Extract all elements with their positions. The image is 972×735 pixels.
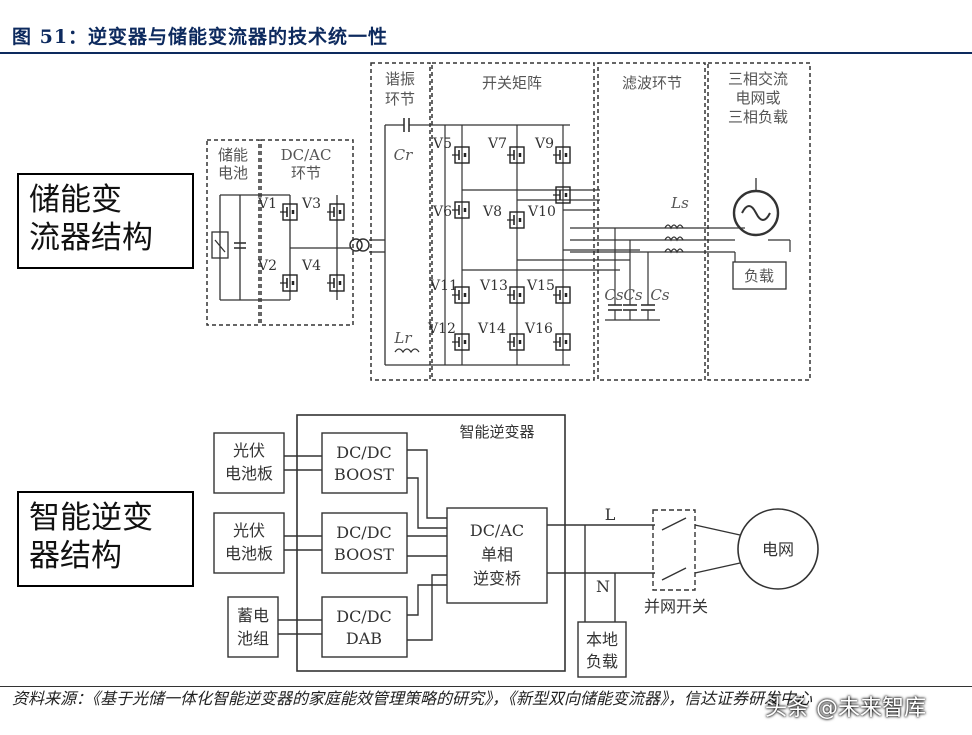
watermark: 头条 @未来智库 — [765, 696, 926, 721]
cs-label-2: Cs — [623, 286, 642, 304]
transformer-icon — [349, 238, 363, 252]
grid-circle — [737, 508, 819, 590]
switch-v13: V13 — [479, 278, 508, 294]
grid-label-2: 电网或 — [735, 89, 780, 107]
switch-v11: V11 — [429, 278, 458, 294]
dab-label-2: DAB — [346, 629, 382, 648]
battery-label-1: 储能 — [218, 146, 248, 164]
grid-switch-box — [652, 509, 696, 591]
dcac-label-2: 环节 — [291, 164, 321, 182]
inverter-labels: 智能逆变器 光伏 电池板 光伏 电池板 蓄电 池组 DC/DC BOOST DC… — [225, 423, 794, 671]
line-l-label: L — [605, 505, 616, 524]
footer-rule — [0, 686, 972, 687]
pcs-labels: 储能 电池 DC/AC 环节 谐振 环节 开关矩阵 滤波环节 三相交流 电网或 … — [218, 70, 788, 347]
switch-v4: V4 — [301, 258, 321, 274]
switch-labels: V1 V3 V2 V4 V5 V7 V9 V6 V8 V10 V11 V13 V… — [257, 136, 556, 337]
dab-label-1: DC/DC — [336, 607, 392, 626]
switch-v3: V3 — [301, 196, 321, 212]
cs-label-3: Cs — [650, 286, 669, 304]
source-note: 资料来源：《基于光储一体化智能逆变器的家庭能效管理策略的研究》，《新型双向储能变… — [12, 689, 813, 708]
dab-box — [321, 596, 408, 658]
cs-label-1: Cs — [604, 286, 623, 304]
switch-v14: V14 — [477, 321, 506, 337]
boost-2-box — [321, 512, 408, 574]
switch-v2: V2 — [257, 258, 277, 274]
switch-v16: V16 — [524, 321, 553, 337]
pcs-diagram — [206, 62, 811, 381]
matrix-section — [431, 62, 595, 381]
battery-bank-label-1: 蓄电 — [237, 606, 269, 625]
local-load-label-2: 负载 — [586, 652, 618, 671]
inductor-ls — [664, 224, 684, 230]
pv2-label-2: 电池板 — [225, 544, 273, 563]
switch-v12: V12 — [427, 321, 456, 337]
boost1-label-1: DC/DC — [336, 443, 392, 462]
switch-v6: V6 — [432, 204, 452, 220]
battery-bank-box — [227, 596, 279, 658]
inverter-box-title: 智能逆变器 — [459, 423, 534, 441]
filter-label: 滤波环节 — [622, 74, 682, 92]
lr-label: Lr — [393, 329, 412, 347]
switch-v1: V1 — [257, 196, 277, 212]
pcs-caption-box: 储能变 流器结构 — [17, 173, 194, 269]
boost-1-box — [321, 432, 408, 494]
grid-label-3: 三相负载 — [728, 108, 788, 126]
pv-panel-2-box — [213, 512, 285, 574]
ls-label: Ls — [670, 194, 689, 212]
filter-capacitors — [608, 304, 655, 311]
boost1-label-2: BOOST — [334, 465, 394, 484]
pv-panel-1-box — [213, 432, 285, 494]
switch-v8: V8 — [482, 204, 502, 220]
dcac-section — [260, 139, 354, 326]
title-rule — [0, 52, 972, 54]
resonant-label-2: 环节 — [385, 90, 415, 108]
inverter-caption-box: 智能逆变 器结构 — [17, 491, 194, 587]
battery-icon — [211, 231, 229, 259]
grid-label-1: 三相交流 — [728, 70, 788, 88]
inverter-diagram — [213, 414, 819, 678]
figure-title: 图 51：逆变器与储能变流器的技术统一性 — [12, 26, 389, 48]
resonant-section — [370, 62, 431, 381]
switch-v9: V9 — [534, 136, 554, 152]
dcac-label-3: 逆变桥 — [473, 569, 521, 588]
dcac-label-1: DC/AC — [470, 521, 524, 540]
load-label: 负载 — [744, 267, 774, 285]
filter-section — [597, 62, 706, 381]
battery-label-2: 电池 — [218, 164, 248, 182]
inverter-outer-box — [296, 414, 566, 672]
pcs-caption-line-2: 流器结构 — [29, 220, 153, 256]
line-n-label: N — [596, 577, 610, 596]
resonant-label-1: 谐振 — [385, 70, 415, 88]
matrix-label: 开关矩阵 — [482, 74, 542, 92]
dcac-label-2: 单相 — [481, 545, 513, 564]
battery-section — [206, 139, 260, 326]
pv1-label-2: 电池板 — [225, 464, 273, 483]
pv2-label-1: 光伏 — [233, 521, 265, 540]
dcac-label-1: DC/AC — [281, 146, 332, 164]
boost2-label-2: BOOST — [334, 545, 394, 564]
load-box — [732, 261, 787, 290]
inductor-lr — [394, 348, 420, 354]
inverter-caption-line-2: 器结构 — [29, 538, 122, 574]
grid-label: 电网 — [762, 540, 794, 559]
switch-v10: V10 — [527, 204, 556, 220]
switch-v7: V7 — [487, 136, 507, 152]
grid-section — [707, 62, 811, 381]
switch-v15: V15 — [526, 278, 555, 294]
pcs-caption-line-1: 储能变 — [29, 182, 122, 218]
grid-switch-label: 并网开关 — [644, 597, 708, 616]
local-load-label-1: 本地 — [586, 630, 618, 649]
cr-label: Cr — [394, 146, 413, 164]
local-load-box — [577, 621, 627, 678]
switch-v5: V5 — [432, 136, 452, 152]
boost2-label-1: DC/DC — [336, 523, 392, 542]
battery-bank-label-2: 池组 — [237, 629, 269, 648]
inverter-caption-line-1: 智能逆变 — [29, 500, 153, 536]
pv1-label-1: 光伏 — [233, 441, 265, 460]
